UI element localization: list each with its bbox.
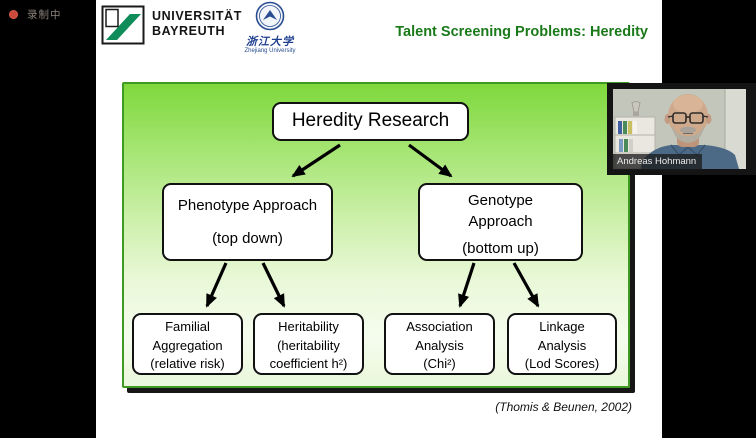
shared-slide: UNIVERSITÄT BAYREUTH 浙江大学 Zhejiang Unive…	[96, 0, 662, 438]
node-heredity-research: Heredity Research	[272, 102, 469, 141]
node-phenotype-approach: Phenotype Approach (top down)	[162, 183, 333, 261]
recording-label: 录制中	[27, 9, 62, 21]
bayreuth-wordmark: UNIVERSITÄT BAYREUTH	[152, 9, 242, 38]
node-linkage-analysis: Linkage Analysis (Lod Scores)	[507, 313, 617, 375]
node-association-analysis: Association Analysis (Chi²)	[384, 313, 495, 375]
slide-title: Talent Screening Problems: Heredity	[395, 24, 648, 40]
node-heritability-label: Heritability (heritability coefficient h…	[269, 319, 348, 371]
node-association-analysis-label: Association Analysis (Chi²)	[406, 319, 473, 371]
diagram-arrows	[205, 143, 540, 308]
node-linkage-analysis-label: Linkage Analysis (Lod Scores)	[524, 319, 600, 371]
node-familial-aggregation: Familial Aggregation (relative risk)	[132, 313, 243, 375]
zhejiang-logo: 浙江大学 Zhejiang University	[244, 1, 296, 55]
node-genotype-mode: (bottom up)	[462, 240, 539, 257]
node-heredity-research-label: Heredity Research	[291, 110, 450, 131]
node-familial-aggregation-label: Familial Aggregation (relative risk)	[150, 319, 225, 371]
bayreuth-wordmark-line2: BAYREUTH	[152, 23, 226, 38]
node-heritability: Heritability (heritability coefficient h…	[253, 313, 364, 375]
zhejiang-wordmark-en: Zhejiang University	[244, 48, 296, 54]
participant-video-icon	[613, 89, 746, 169]
bayreuth-wordmark-line1: UNIVERSITÄT	[152, 9, 242, 23]
node-genotype-title: Genotype Approach	[467, 192, 534, 230]
node-genotype-approach: Genotype Approach (bottom up)	[418, 183, 583, 261]
diagram-canvas: Heredity Research Phenotype Approach (to…	[122, 82, 630, 388]
zhejiang-emblem-icon	[255, 1, 285, 31]
participant-name-badge: Andreas Hohmann	[613, 154, 703, 170]
citation: (Thomis & Beunen, 2002)	[495, 400, 632, 414]
node-phenotype-mode: (top down)	[212, 230, 283, 247]
recording-indicator: 录制中	[9, 7, 62, 22]
bayreuth-logo-icon	[101, 5, 145, 45]
zhejiang-wordmark-cn: 浙江大学	[246, 36, 294, 48]
webcam-thumbnail[interactable]: Andreas Hohmann	[607, 83, 756, 175]
node-phenotype-title: Phenotype Approach	[177, 197, 318, 214]
recording-dot-icon	[9, 10, 18, 19]
